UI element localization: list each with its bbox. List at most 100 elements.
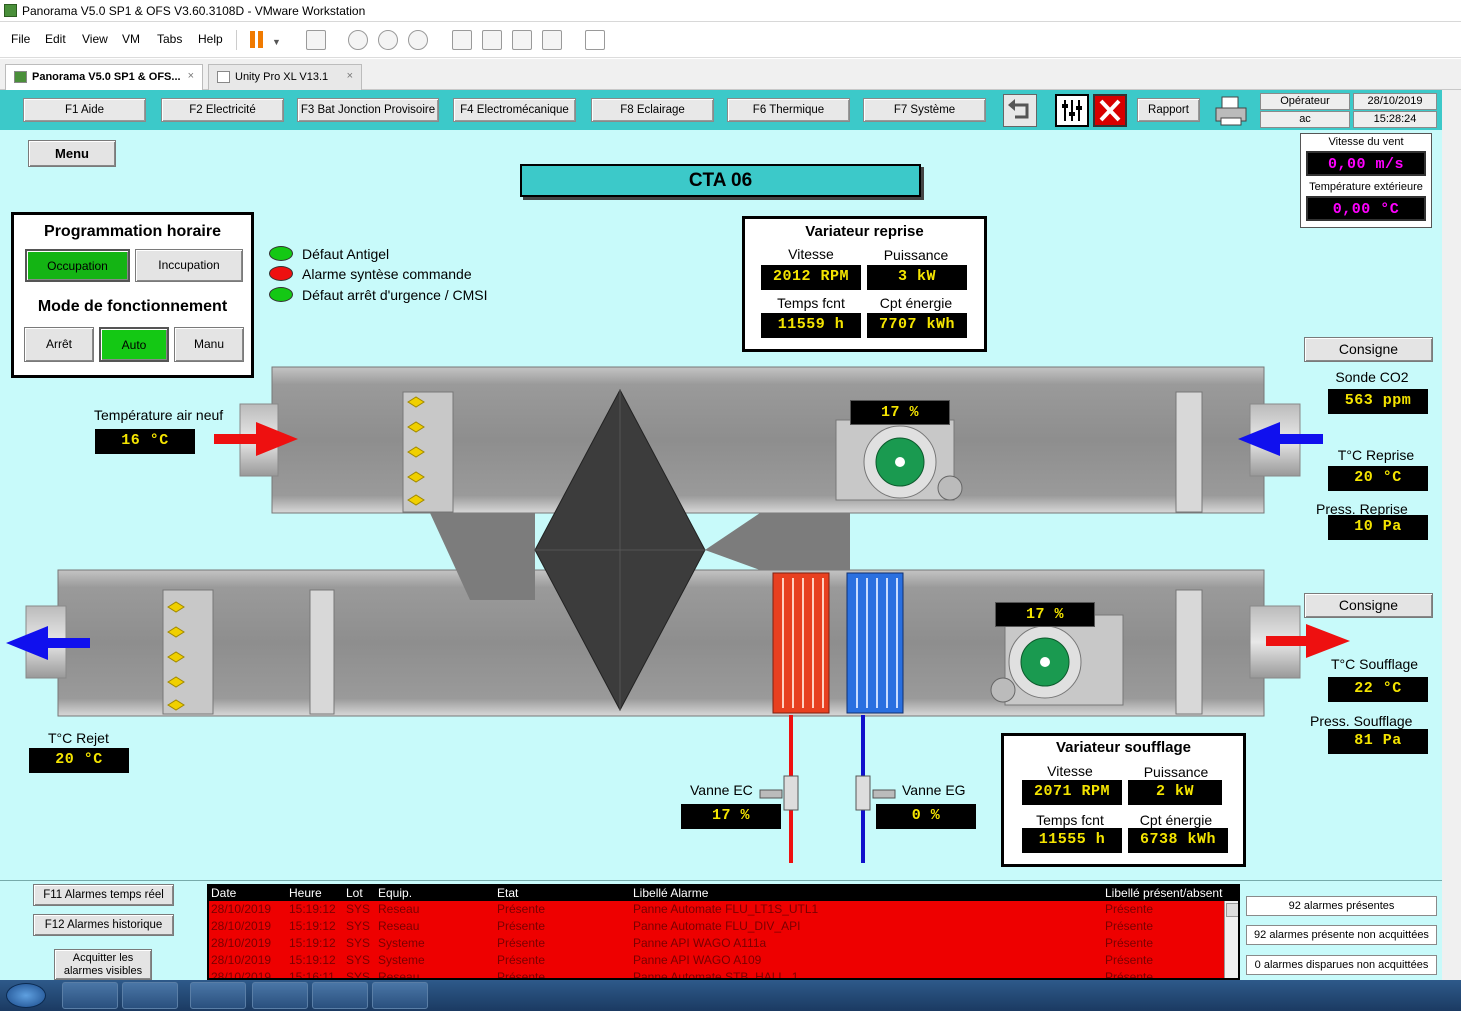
valve-ec-icon: [759, 775, 799, 811]
back-arrow-icon[interactable]: [1003, 94, 1037, 127]
return-temp-value: 20 °C: [1328, 466, 1428, 491]
view-thumbnail-icon[interactable]: [482, 30, 502, 50]
tab-unity[interactable]: Unity Pro XL V13.1 ×: [208, 64, 362, 90]
snapshot-icon[interactable]: [348, 30, 368, 50]
scrollbar-thumb[interactable]: [1226, 903, 1238, 917]
col-present-absent[interactable]: Libellé présent/absent: [1105, 886, 1223, 900]
wind-speed-value: 0,00 m/s: [1306, 151, 1426, 176]
unity-icon[interactable]: [542, 30, 562, 50]
col-lot[interactable]: Lot: [346, 886, 363, 900]
f4-electromecanique-button[interactable]: F4 Electromécanique: [453, 98, 576, 122]
alarm-scrollbar[interactable]: [1224, 901, 1238, 978]
time-display: 15:28:24: [1353, 111, 1437, 128]
consigne-co2-button[interactable]: Consigne: [1304, 337, 1433, 362]
f2-electricite-button[interactable]: F2 Electricité: [161, 98, 284, 122]
menu-vm[interactable]: VM: [122, 32, 140, 46]
acknowledge-alarms-button[interactable]: Acquitter les alarmes visibles: [54, 949, 152, 980]
valve-eg-label: Vanne EG: [902, 782, 966, 798]
col-libelle[interactable]: Libellé Alarme: [633, 886, 709, 900]
f11-realtime-alarms-button[interactable]: F11 Alarmes temps réel: [33, 884, 174, 906]
menu-help[interactable]: Help: [198, 32, 223, 46]
send-keys-icon[interactable]: [306, 30, 326, 50]
reprise-runtime-value: 11559 h: [761, 313, 861, 338]
tab-panorama[interactable]: Panorama V5.0 SP1 & OFS... ×: [5, 64, 203, 90]
alarm-table: Date Heure Lot Equip. Etat Libellé Alarm…: [207, 884, 1240, 980]
console-icon[interactable]: [585, 30, 605, 50]
unity-pro-taskbar-icon[interactable]: [252, 982, 308, 1009]
outside-temp-label: Température extérieure: [1309, 181, 1423, 193]
f6-thermique-button[interactable]: F6 Thermique: [727, 98, 850, 122]
menu-file[interactable]: File: [11, 32, 31, 46]
exhaust-filter: [162, 589, 214, 715]
close-icon[interactable]: [1093, 94, 1127, 127]
col-equip[interactable]: Equip.: [378, 886, 413, 900]
window-titlebar: Panorama V5.0 SP1 & OFS V3.60.3108D - VM…: [0, 0, 1461, 22]
pause-dropdown-icon[interactable]: ▼: [272, 37, 281, 47]
schedule-title: Programmation horaire: [44, 223, 221, 240]
col-heure[interactable]: Heure: [289, 886, 322, 900]
menu-edit[interactable]: Edit: [45, 32, 66, 46]
col-etat[interactable]: Etat: [497, 886, 519, 900]
revert-snapshot-icon[interactable]: [378, 30, 398, 50]
return-pressure-value: 10 Pa: [1328, 515, 1428, 540]
tab-unity-label: Unity Pro XL V13.1: [235, 71, 329, 83]
inoccupation-button[interactable]: Inccupation: [135, 249, 243, 282]
rapport-button[interactable]: Rapport: [1137, 98, 1200, 122]
valve-eg-icon: [855, 775, 896, 811]
manu-button[interactable]: Manu: [174, 327, 244, 362]
f12-alarm-history-button[interactable]: F12 Alarmes historique: [33, 914, 174, 936]
alarm-synthese-led: [269, 266, 293, 281]
f1-aide-button[interactable]: F1 Aide: [23, 98, 146, 122]
f7-systeme-button[interactable]: F7 Système: [863, 98, 986, 122]
tools-taskbar-icon[interactable]: [190, 982, 246, 1009]
cell-lot: SYS: [346, 970, 371, 980]
snapshot-manager-icon[interactable]: [408, 30, 428, 50]
return-fan: [835, 419, 963, 501]
reprise-speed-value: 2012 RPM: [761, 265, 861, 290]
fullscreen-icon[interactable]: [512, 30, 532, 50]
cell-present: Présente: [1105, 919, 1154, 933]
cell-etat: Présente: [497, 936, 546, 950]
occupation-button[interactable]: Occupation: [25, 249, 130, 282]
cell-date: 28/10/2019: [211, 919, 272, 933]
menu-bar: File Edit View VM Tabs Help ▼: [0, 22, 1461, 58]
consigne-soufflage-button[interactable]: Consigne: [1304, 593, 1433, 618]
operator-name: ac: [1260, 111, 1350, 128]
variateur-soufflage-panel: Variateur soufflage Vitesse Puissance 20…: [1001, 733, 1246, 867]
supply-temp-label: T°C Soufflage: [1331, 656, 1419, 672]
ofs-taskbar-icon[interactable]: [372, 982, 428, 1009]
pause-icon[interactable]: [250, 31, 255, 48]
f8-eclairage-button[interactable]: F8 Eclairage: [591, 98, 714, 122]
printer-icon[interactable]: [1213, 94, 1249, 127]
cell-present: Présente: [1105, 936, 1154, 950]
unity-pro-2-taskbar-icon[interactable]: [312, 982, 368, 1009]
menu-tabs[interactable]: Tabs: [157, 32, 183, 46]
start-button-icon[interactable]: [6, 983, 46, 1008]
menu-button[interactable]: Menu: [28, 140, 116, 167]
return-fan-percent: 17 %: [850, 400, 950, 425]
cell-libelle: Panne Automate FLU_LT1S_UTL1: [633, 902, 819, 916]
windows-taskbar: [0, 980, 1461, 1011]
supply-pressure-value: 81 Pa: [1328, 729, 1428, 754]
panorama-taskbar-icon[interactable]: [122, 982, 178, 1009]
cell-equip: Reseau: [378, 919, 420, 933]
supply-power-label: Puissance: [1143, 764, 1209, 780]
arret-button[interactable]: Arrêt: [24, 327, 94, 362]
vm-right-margin: [1442, 90, 1461, 980]
settings-sliders-icon[interactable]: [1055, 94, 1089, 127]
col-date[interactable]: Date: [211, 886, 237, 900]
cell-lot: SYS: [346, 919, 371, 933]
f3-bat-jonction-button[interactable]: F3 Bat Jonction Provisoire: [297, 98, 439, 122]
tab-close-icon[interactable]: ×: [346, 70, 353, 82]
tab-close-icon[interactable]: ×: [187, 70, 194, 82]
auto-button[interactable]: Auto: [99, 327, 169, 362]
view-library-icon[interactable]: [452, 30, 472, 50]
cell-date: 28/10/2019: [211, 902, 272, 916]
menu-view[interactable]: View: [82, 32, 108, 46]
explorer-taskbar-icon[interactable]: [62, 982, 118, 1009]
